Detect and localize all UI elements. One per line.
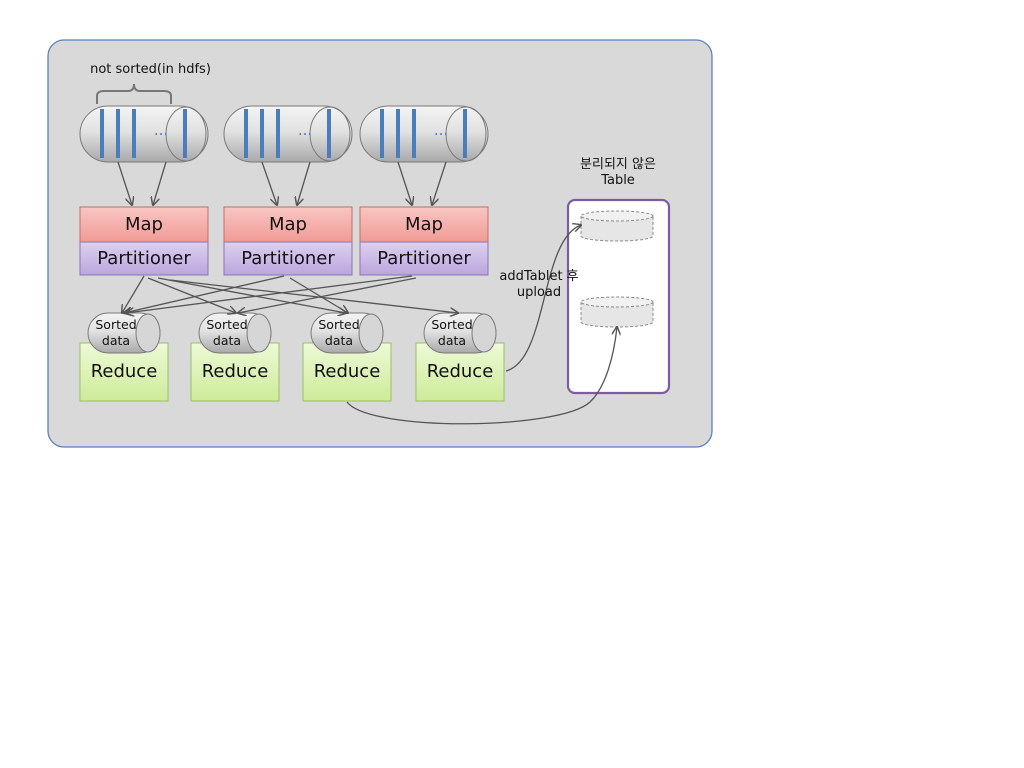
hdfs-block-bar (327, 109, 331, 158)
input-file-2 (223, 105, 353, 163)
table-container (566, 198, 671, 395)
partitioner-label: Partitioner (97, 248, 191, 269)
upload-label: addTablet 후 upload (494, 269, 584, 300)
tablet-disk-2 (580, 296, 654, 328)
hdfs-block-bar (116, 109, 120, 158)
sorted-data-disk-2 (198, 312, 272, 354)
hdfs-block-bar (276, 109, 280, 158)
map-box (223, 206, 353, 243)
input-to-map-arrows (117, 161, 447, 205)
table-title-line1: 분리되지 않은 (580, 157, 656, 172)
hdfs-block-bar (260, 109, 264, 158)
reduce-label: Reduce (426, 361, 494, 382)
sorted-data-line1: Sorted (431, 317, 473, 332)
map-label: Map (269, 214, 307, 235)
table-title-line2: Table (601, 172, 635, 188)
upload-label-line1: addTablet 후 (499, 269, 579, 284)
sorted-data-line1: Sorted (318, 317, 360, 332)
partitioner-box (359, 241, 489, 276)
ellipsis-text: ... (153, 121, 169, 139)
hdfs-block-bar (380, 109, 384, 158)
sorted-data-label: Sorted data (86, 317, 146, 350)
sorted-data-line2: data (324, 333, 354, 349)
table-title: 분리되지 않은 Table (556, 157, 680, 188)
hdfs-block-bar (463, 109, 467, 158)
map-block-3 (359, 206, 489, 276)
sorted-data-line2: data (101, 333, 131, 349)
map-block-2 (223, 206, 353, 276)
hdfs-block-bar (244, 109, 248, 158)
partitioner-label: Partitioner (377, 248, 471, 269)
reduce-label: Reduce (313, 361, 381, 382)
map-box (359, 206, 489, 243)
tablet-disk-1 (580, 210, 654, 242)
sorted-data-disk-1 (87, 312, 161, 354)
sorted-data-line1: Sorted (95, 317, 137, 332)
input-file-3 (359, 105, 489, 163)
hdfs-block-bar (412, 109, 416, 158)
input-file-1 (79, 105, 209, 163)
upload-label-line2: upload (516, 284, 562, 300)
reduce-label: Reduce (201, 361, 269, 382)
map-block-1 (79, 206, 209, 276)
reduce-label: Reduce (90, 361, 158, 382)
map-box (79, 206, 209, 243)
hdfs-block-bar (132, 109, 136, 158)
ellipsis-text: ... (297, 121, 313, 139)
shuffle-arrows (122, 275, 458, 313)
partitioner-label: Partitioner (241, 248, 335, 269)
sorted-data-line2: data (212, 333, 242, 349)
sorted-data-line2: data (437, 333, 467, 349)
sorted-data-disk-3 (310, 312, 384, 354)
hdfs-block-bar (396, 109, 400, 158)
sorted-data-label: Sorted data (197, 317, 257, 350)
hdfs-block-bar (183, 109, 187, 158)
sorted-data-disk-4 (423, 312, 497, 354)
upload-arrow-2 (346, 327, 617, 425)
partitioner-box (79, 241, 209, 276)
sorted-data-label: Sorted data (309, 317, 369, 350)
upload-arrow-1 (505, 225, 581, 372)
sorted-data-label: Sorted data (422, 317, 482, 350)
ellipsis-text: ... (433, 121, 449, 139)
map-label: Map (405, 214, 443, 235)
hdfs-block-bar (100, 109, 104, 158)
sorted-data-line1: Sorted (206, 317, 248, 332)
partitioner-box (223, 241, 353, 276)
map-label: Map (125, 214, 163, 235)
not-sorted-label: not sorted(in hdfs) (90, 62, 211, 77)
not-sorted-brace (96, 83, 172, 104)
